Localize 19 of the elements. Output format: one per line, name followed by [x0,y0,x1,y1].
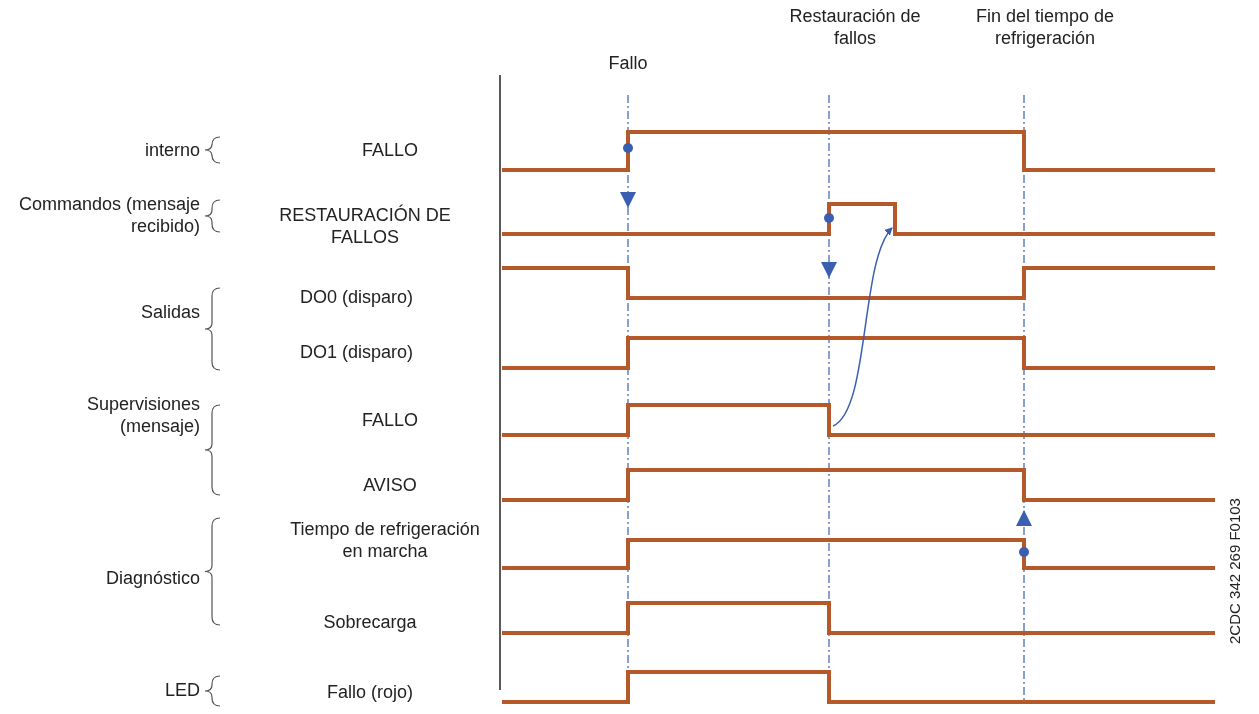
signal-label: FALLO [361,409,419,431]
signal-label: AVISO [362,474,418,496]
signal-label: Fallo (rojo) [326,681,414,703]
event-label: Fallo [607,52,649,74]
group-label: Diagnóstico [104,567,200,589]
group-label: Commandos (mensaje recibido) [17,193,200,237]
signal-label: Tiempo de refrigeración en marcha [290,518,480,562]
document-code: 2CDC 342 269 F0103 [1225,497,1244,646]
event-label: Restauración de fallos [788,5,922,49]
signal-label: DO1 (disparo) [300,341,415,363]
group-label: LED [164,679,200,701]
group-label: interno [143,139,200,161]
signal-label: RESTAURACIÓN DE FALLOS [278,204,452,248]
group-label: Supervisiones (mensaje) [85,393,200,437]
signal-label: FALLO [361,139,419,161]
group-label: Salidas [139,301,200,323]
event-label: Fin del tiempo de refrigeración [974,5,1116,49]
signal-label: DO0 (disparo) [300,286,415,308]
signal-label: Sobrecarga [322,611,418,633]
